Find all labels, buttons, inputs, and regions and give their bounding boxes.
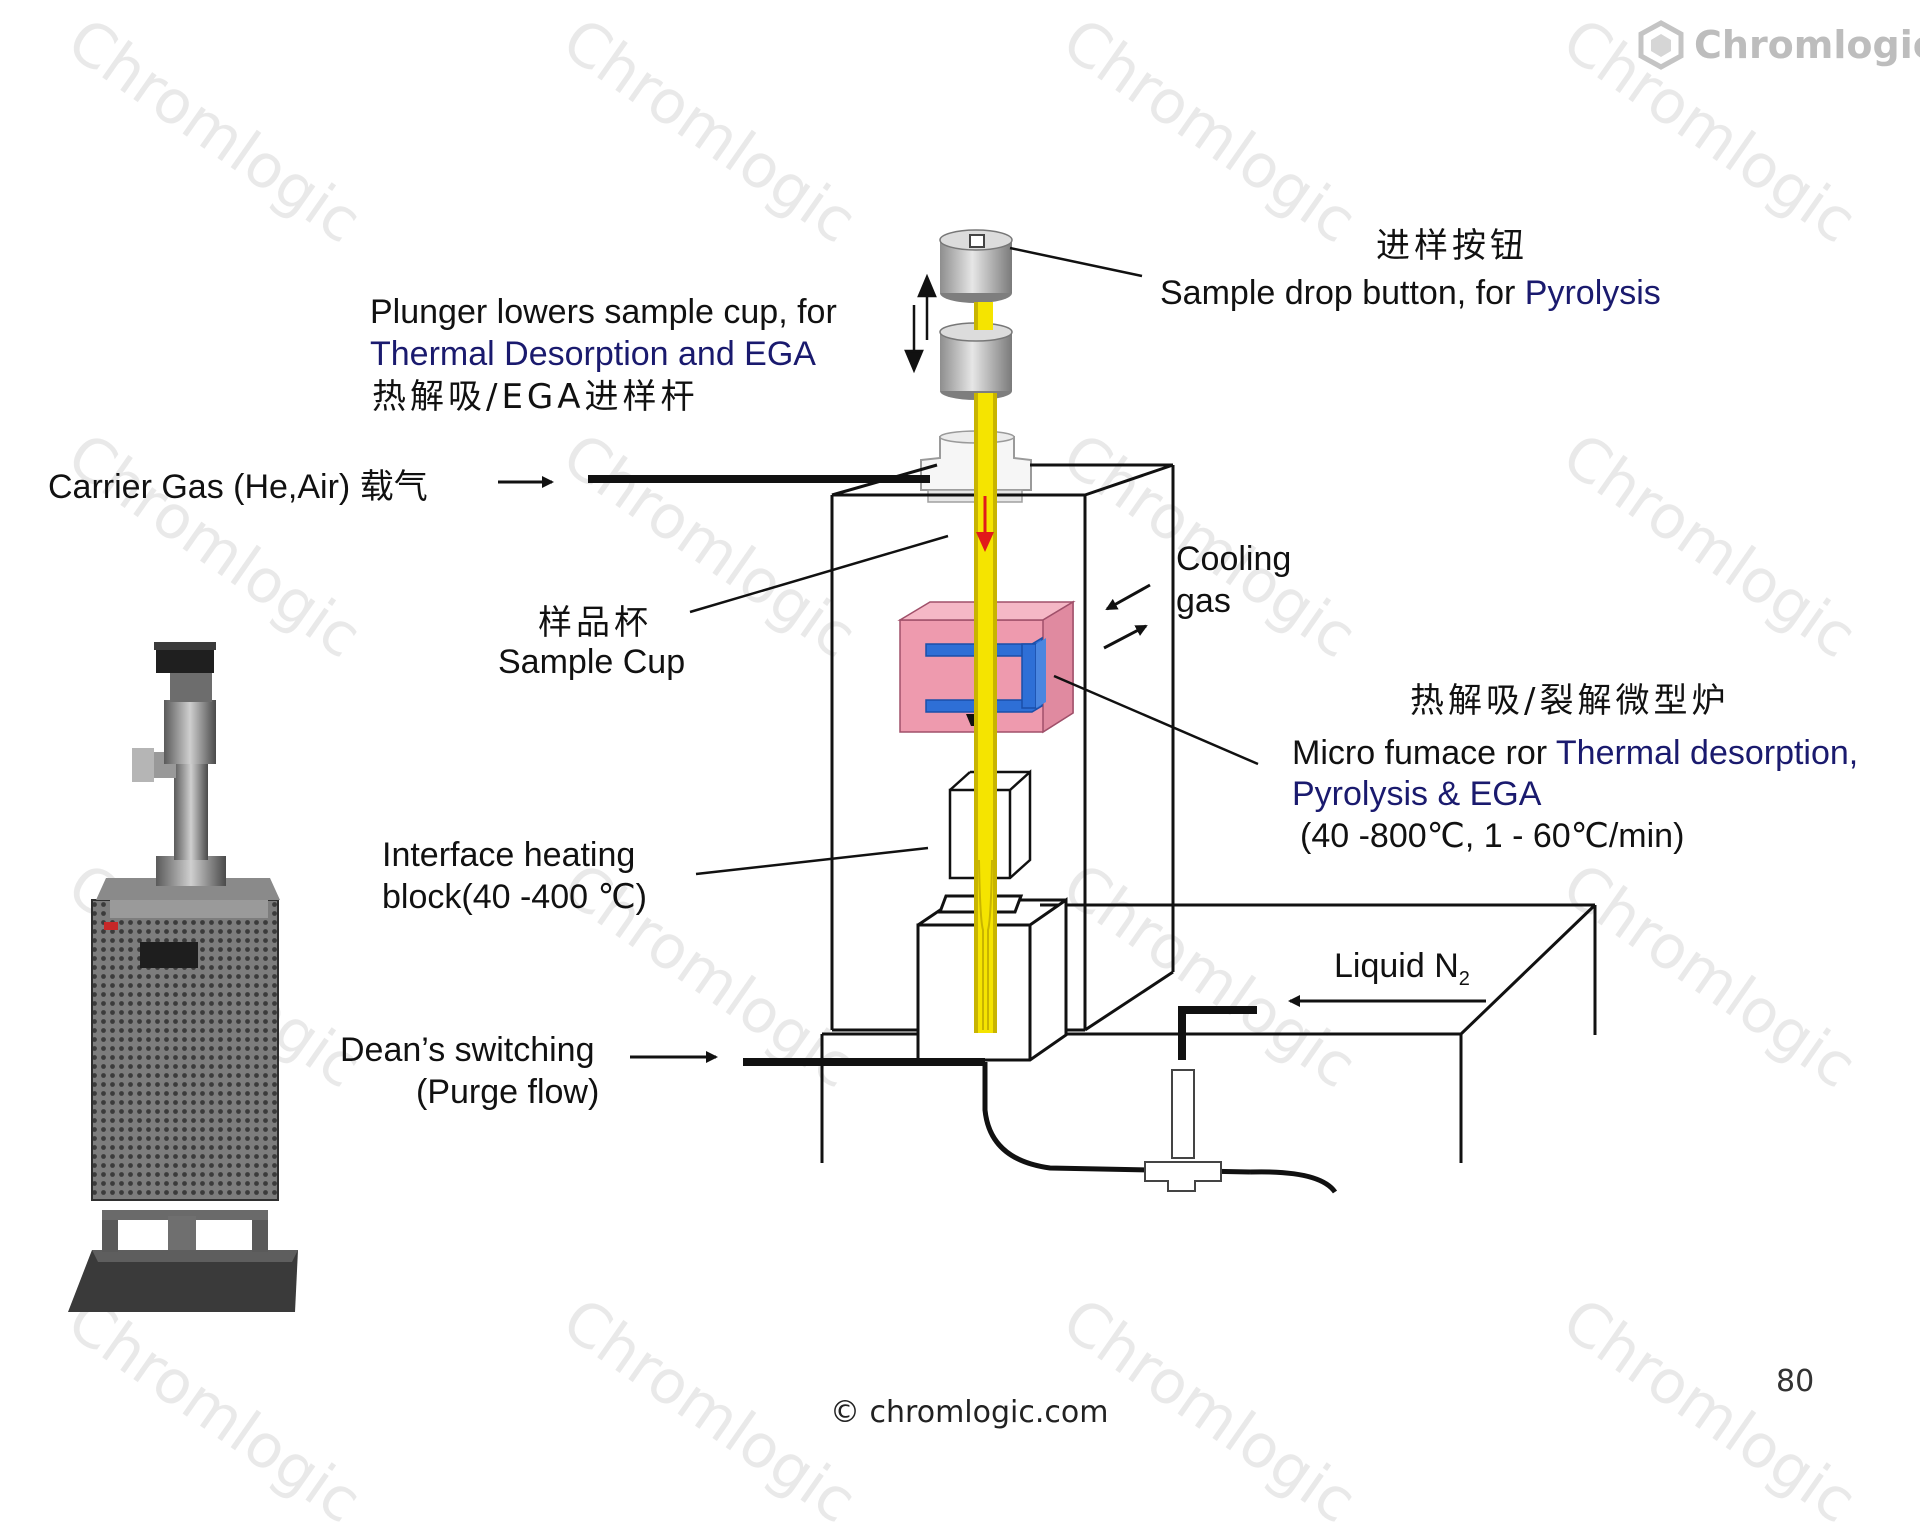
sample-drop-arrow xyxy=(976,496,994,552)
furnace-label-line1: Micro fumace ror Thermal desorption, xyxy=(1292,732,1858,774)
copyright-footer: © chromlogic.com xyxy=(830,1395,1109,1430)
cooling-gas-label-line2: gas xyxy=(1176,582,1231,620)
plunger-cylinder xyxy=(939,322,1013,400)
furnace-label-text: Micro fumace ror xyxy=(1292,734,1556,772)
sample-rod xyxy=(974,302,997,1033)
interface-block-label-line1: Interface heating xyxy=(382,836,636,874)
sample-drop-label: Sample drop button, for Pyrolysis xyxy=(1160,272,1661,314)
furnace-label-line2: Pyrolysis & EGA xyxy=(1292,775,1542,813)
pointer-arrows xyxy=(498,476,1486,1063)
slide: Chromlogic Chromlogic Chromlogic Chromlo… xyxy=(48,5,1920,1537)
cooling-gas-label-line1: Cooling xyxy=(1176,540,1292,578)
liquid-n2-text: Liquid N xyxy=(1334,947,1459,985)
sample-cup-label-zh: 样品杯 xyxy=(538,603,652,643)
deans-switching-label-line1: Dean’s switching xyxy=(340,1031,595,1069)
plunger-label-line2: Thermal Desorption and EGA xyxy=(370,335,816,373)
sample-drop-label-highlight: Pyrolysis xyxy=(1524,274,1661,312)
liquid-n2-label: Liquid N2 xyxy=(1334,945,1470,1000)
page-number: 80 xyxy=(1776,1364,1815,1399)
n2-tee-fitting xyxy=(1144,1069,1222,1192)
sample-cup-label: Sample Cup xyxy=(498,643,686,681)
leader-lines xyxy=(689,246,1259,876)
brand-logo: Chromlogic xyxy=(1636,20,1920,70)
sample-drop-button xyxy=(939,229,1013,303)
interface-block-label-line2: block(40 -400 ℃) xyxy=(382,878,647,916)
pyrolyzer-diagram xyxy=(68,229,1597,1312)
sample-drop-label-zh: 进样按钮 xyxy=(1376,226,1528,266)
deans-switching-label-line2: (Purge flow) xyxy=(416,1073,600,1111)
furnace-label-zh: 热解吸/裂解微型炉 xyxy=(1410,681,1730,721)
sample-drop-label-text: Sample drop button, for xyxy=(1160,274,1525,312)
plunger-label-zh: 热解吸/EGA进样杆 xyxy=(372,377,699,417)
liquid-n2-subscript: 2 xyxy=(1458,967,1470,990)
furnace-label-highlight: Thermal desorption, xyxy=(1555,734,1859,772)
logo-text: Chromlogic xyxy=(1694,23,1920,67)
carrier-gas-label: Carrier Gas (He,Air) 载气 xyxy=(48,468,428,506)
furnace-label-line3: (40 -800℃, 1 - 60℃/min) xyxy=(1300,817,1685,855)
gas-lines xyxy=(588,475,1338,1194)
pyrolyzer-instrument-photo xyxy=(68,642,298,1312)
hexagon-logo-icon xyxy=(1638,20,1684,70)
plunger-label-line1: Plunger lowers sample cup, for xyxy=(370,293,837,331)
plunger-motion-arrows xyxy=(904,273,937,374)
